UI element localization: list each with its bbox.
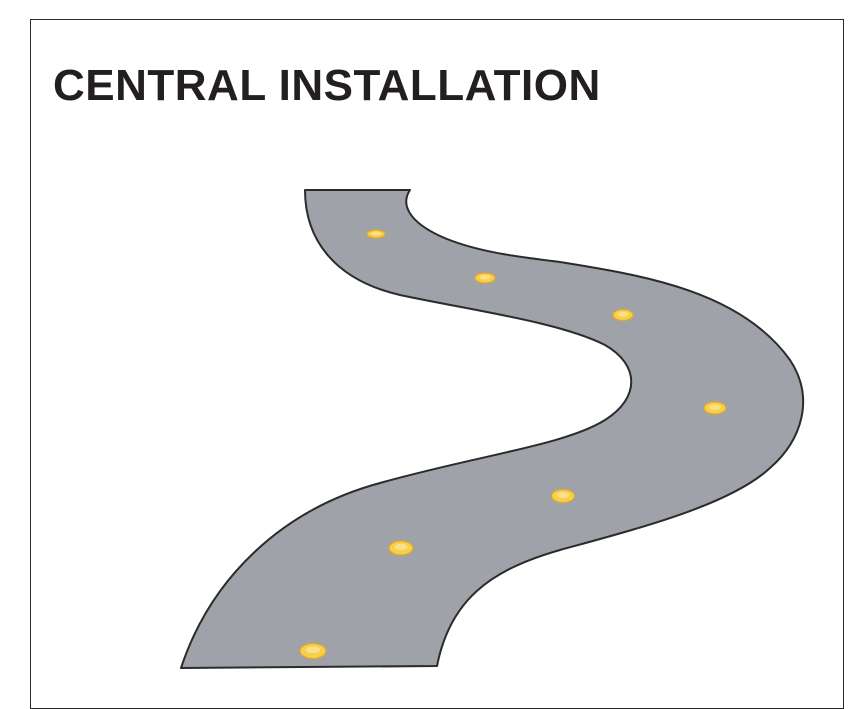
road-marker <box>475 273 495 283</box>
road-marker <box>613 310 633 321</box>
winding-road <box>181 190 803 668</box>
road-marker <box>552 490 575 503</box>
road-marker <box>704 402 726 414</box>
road-marker <box>367 230 385 238</box>
road-marker <box>389 541 413 555</box>
road-marker <box>300 644 326 659</box>
